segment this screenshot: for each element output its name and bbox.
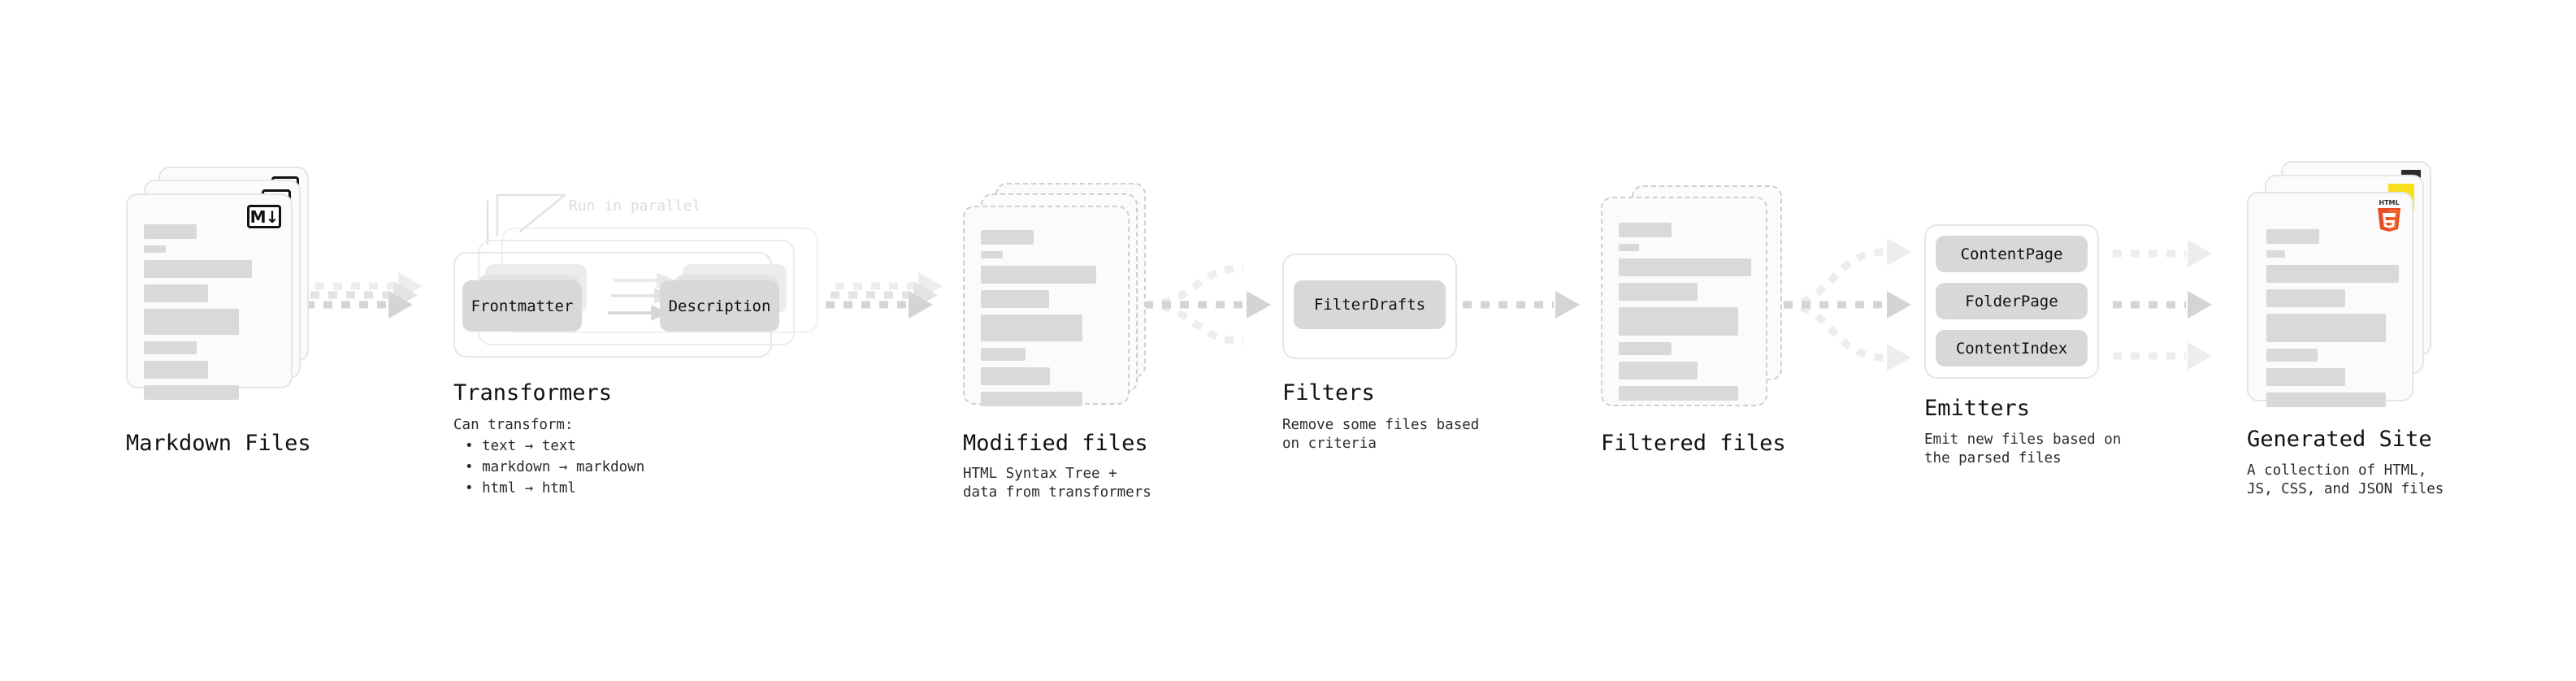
modified-card-front — [963, 206, 1130, 406]
emitter-node-label: FolderPage — [1965, 292, 2058, 310]
emitters-subtitle: Emit new files based on the parsed files — [1924, 432, 2122, 466]
emitter-node-folderpage[interactable]: FolderPage — [1936, 283, 2088, 319]
modified-files-stack — [963, 183, 1150, 419]
filter-node-label: FilterDrafts — [1313, 296, 1426, 314]
emitters-title: Emitters — [1924, 396, 2031, 421]
transformers-title: Transformers — [453, 380, 613, 406]
transformers-bullet-0: • text → text — [465, 438, 576, 454]
modified-files-subtitle: HTML Syntax Tree + data from transformer… — [963, 466, 1151, 501]
filtered-files-title: Filtered files — [1601, 431, 1786, 456]
run-in-parallel-annotation: Run in parallel — [569, 197, 701, 215]
transformer-node-label: Description — [668, 297, 771, 315]
emitter-node-contentindex[interactable]: ContentIndex — [1936, 330, 2088, 367]
markdown-files-title: Markdown Files — [126, 431, 311, 456]
filtered-card-front — [1601, 197, 1767, 406]
modified-files-title: Modified files — [963, 431, 1148, 456]
transformers-bullet-2: • html → html — [465, 480, 576, 497]
generated-site-title: Generated Site — [2247, 427, 2432, 452]
transformers-bullet-1: • markdown → markdown — [465, 459, 645, 475]
svg-text:HTML: HTML — [2379, 199, 2399, 206]
transformer-node-label: Frontmatter — [471, 297, 574, 315]
emitter-node-label: ContentIndex — [1955, 339, 2068, 358]
generated-site-subtitle: A collection of HTML, JS, CSS, and JSON … — [2247, 462, 2444, 497]
filters-title: Filters — [1282, 380, 1375, 406]
emitter-node-label: ContentPage — [1960, 245, 2063, 263]
emitters-box — [1924, 224, 2099, 379]
filtered-files-stack — [1601, 185, 1788, 421]
filter-node-filterdrafts[interactable]: FilterDrafts — [1294, 280, 1446, 329]
transformers-subtitle: Can transform: — [453, 417, 574, 433]
markdown-badge-icon: M↓ — [247, 205, 281, 228]
generated-card-front: HTML — [2247, 192, 2413, 407]
transformer-node-frontmatter[interactable]: Frontmatter — [462, 280, 582, 332]
html5-logo-icon: HTML — [2378, 199, 2400, 232]
filters-box — [1282, 254, 1457, 359]
markdown-card-front: M↓ — [126, 193, 293, 400]
transformer-node-description[interactable]: Description — [660, 280, 779, 332]
generated-site-stack: HTML — [2247, 161, 2442, 407]
filters-subtitle: Remove some files based on criteria — [1282, 417, 1480, 452]
emitter-node-contentpage[interactable]: ContentPage — [1936, 236, 2088, 272]
markdown-files-stack: M↓ M↓ M↓ — [126, 167, 313, 402]
